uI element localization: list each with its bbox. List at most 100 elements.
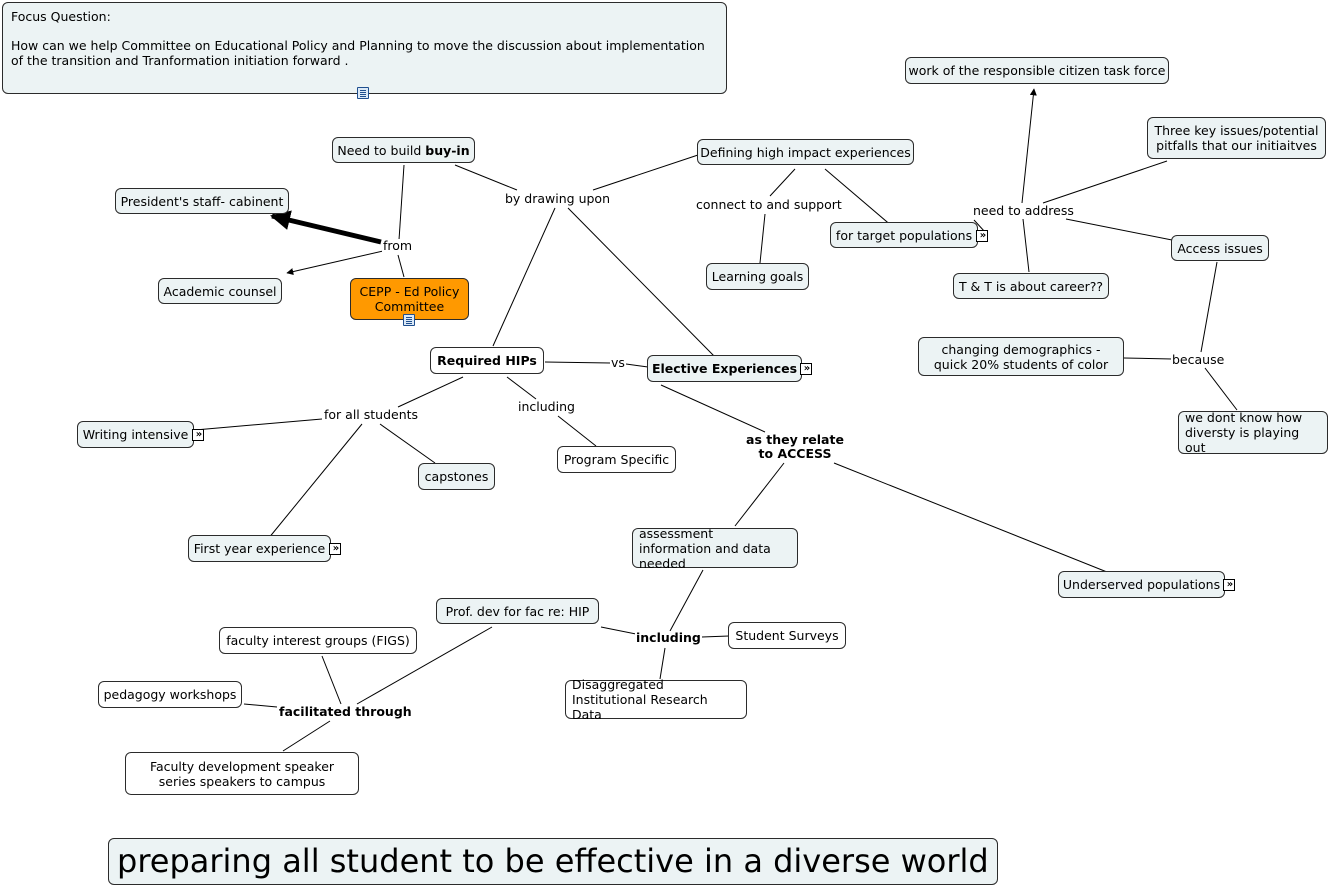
line-access-assessment bbox=[734, 462, 785, 527]
concept-disaggregated[interactable]: Disaggregated Institutional Research Dat… bbox=[565, 677, 747, 722]
concept-three-key[interactable]: Three key issues/potential pitfalls that… bbox=[1147, 117, 1326, 159]
line-demographics-because bbox=[1123, 357, 1173, 360]
line-forall-firstyear bbox=[267, 423, 363, 540]
line-buyin-drawing bbox=[454, 164, 518, 191]
expand-links-icon[interactable]: » bbox=[192, 429, 204, 441]
concept-prof-dev-label: Prof. dev for fac re: HIP bbox=[445, 603, 590, 619]
concept-cepp-label: CEPP - Ed Policy Committee bbox=[359, 284, 460, 314]
concept-defining-hie[interactable]: Defining high impact experiences bbox=[697, 139, 914, 165]
concept-responsible-citizen[interactable]: work of the responsible citizen task for… bbox=[905, 57, 1169, 84]
concept-academic-counsel-label: Academic counsel bbox=[163, 283, 277, 299]
concept-elective-experiences-label: Elective Experiences bbox=[651, 361, 798, 376]
line-cepp-from bbox=[397, 254, 405, 278]
concept-tt-career-label: T & T is about career?? bbox=[958, 278, 1104, 294]
concept-presidents-staff[interactable]: President's staff- cabinent bbox=[115, 188, 289, 214]
map-title: preparing all student to be effective in… bbox=[108, 838, 998, 885]
concept-target-populations-label: for target populations bbox=[835, 227, 973, 243]
line-because-diversity bbox=[1204, 367, 1238, 411]
concept-assessment-info-label: assessment information and data needed bbox=[639, 525, 771, 571]
focus-question-box: Focus Question: How can we help Committe… bbox=[2, 2, 727, 94]
concept-writing-intensive[interactable]: Writing intensive bbox=[77, 421, 194, 448]
concept-capstones[interactable]: capstones bbox=[418, 463, 495, 490]
line-forall-capstones bbox=[379, 423, 436, 464]
concept-demographics[interactable]: changing demographics - quick 20% studen… bbox=[918, 337, 1124, 376]
document-icon[interactable] bbox=[357, 87, 369, 99]
concept-student-surveys-label: Student Surveys bbox=[735, 628, 839, 643]
line-from-presidents bbox=[270, 210, 382, 245]
concept-tt-career[interactable]: T & T is about career?? bbox=[953, 273, 1109, 299]
concept-learning-goals-label: Learning goals bbox=[711, 269, 804, 284]
line-including-disagg bbox=[659, 647, 666, 680]
concept-cepp[interactable]: CEPP - Ed Policy Committee bbox=[350, 278, 469, 320]
concept-buy-in[interactable]: Need to build buy-in bbox=[332, 137, 475, 163]
concept-student-surveys[interactable]: Student Surveys bbox=[728, 622, 846, 649]
concept-required-hips[interactable]: Required HIPs bbox=[430, 347, 544, 374]
line-pedagogy-facilitated bbox=[243, 703, 278, 708]
expand-links-icon[interactable]: » bbox=[800, 363, 812, 375]
link-including-data: including bbox=[635, 630, 702, 645]
line-required-forall bbox=[397, 376, 464, 408]
concept-assessment-info[interactable]: assessment information and data needed bbox=[632, 525, 798, 571]
concept-figs-label: faculty interest groups (FIGS) bbox=[226, 633, 410, 648]
line-needaddr-access bbox=[1065, 218, 1173, 241]
line-including-surveys bbox=[701, 635, 730, 638]
line-defining-target bbox=[824, 168, 894, 228]
concept-diversity-label: we dont know how diversty is playing out bbox=[1185, 410, 1303, 455]
line-required-including bbox=[506, 376, 537, 400]
concept-academic-counsel[interactable]: Academic counsel bbox=[158, 278, 282, 304]
link-because: because bbox=[1171, 352, 1226, 367]
link-including-program: including bbox=[517, 399, 576, 414]
line-prof-including bbox=[600, 626, 637, 635]
concept-program-specific-label: Program Specific bbox=[563, 452, 670, 467]
map-title-text: preparing all student to be effective in… bbox=[117, 842, 989, 880]
line-facilitated-speaker bbox=[282, 720, 331, 752]
concept-speaker-series[interactable]: Faculty development speaker series speak… bbox=[125, 752, 359, 795]
link-need-to-address: need to address bbox=[972, 203, 1075, 218]
line-connect-learning bbox=[759, 213, 766, 264]
concept-underserved-label: Underserved populations bbox=[1062, 577, 1221, 592]
line-required-vs bbox=[544, 361, 611, 364]
expand-links-icon[interactable]: » bbox=[1223, 579, 1235, 591]
concept-target-populations[interactable]: for target populations bbox=[830, 222, 978, 248]
line-access-underserved bbox=[833, 462, 1118, 577]
link-as-they-relate: as they relate to ACCESS bbox=[737, 433, 853, 461]
link-connect-support: connect to and support bbox=[695, 197, 843, 212]
concept-prof-dev[interactable]: Prof. dev for fac re: HIP bbox=[436, 598, 599, 624]
concept-speaker-series-label: Faculty development speaker series speak… bbox=[149, 758, 335, 789]
concept-program-specific[interactable]: Program Specific bbox=[557, 446, 676, 473]
line-needaddr-responsible bbox=[1021, 88, 1037, 204]
line-drawing-elective bbox=[567, 207, 717, 359]
expand-links-icon[interactable]: » bbox=[329, 543, 341, 555]
line-access-because bbox=[1200, 261, 1218, 353]
concept-presidents-staff-label: President's staff- cabinent bbox=[120, 193, 284, 209]
concept-disaggregated-label: Disaggregated Institutional Research Dat… bbox=[572, 677, 708, 722]
expand-links-icon[interactable]: » bbox=[976, 230, 988, 242]
line-needaddr-tt bbox=[1022, 218, 1030, 273]
concept-access-issues-label: Access issues bbox=[1177, 240, 1263, 256]
concept-first-year[interactable]: First year experience bbox=[188, 535, 331, 562]
line-drawing-required bbox=[492, 207, 556, 347]
concept-required-hips-label: Required HIPs bbox=[437, 353, 537, 368]
concept-access-issues[interactable]: Access issues bbox=[1171, 235, 1269, 261]
concept-underserved[interactable]: Underserved populations bbox=[1058, 571, 1225, 598]
concept-pedagogy[interactable]: pedagogy workshops bbox=[98, 681, 242, 708]
concept-elective-experiences[interactable]: Elective Experiences bbox=[647, 355, 802, 382]
concept-buy-in-bold: buy-in bbox=[425, 142, 470, 158]
line-from-academic bbox=[286, 250, 384, 276]
concept-writing-intensive-label: Writing intensive bbox=[82, 427, 189, 442]
concept-learning-goals[interactable]: Learning goals bbox=[706, 263, 809, 290]
concept-diversity[interactable]: we dont know how diversty is playing out bbox=[1178, 410, 1328, 455]
concept-buy-in-prefix: Need to build bbox=[337, 142, 426, 158]
document-icon[interactable] bbox=[403, 314, 415, 326]
concept-figs[interactable]: faculty interest groups (FIGS) bbox=[219, 627, 417, 654]
line-including-program bbox=[557, 415, 597, 447]
concept-capstones-label: capstones bbox=[424, 469, 489, 484]
line-assessment-including bbox=[669, 569, 704, 632]
focus-question-text: How can we help Committee on Educational… bbox=[11, 38, 705, 68]
line-forall-writing bbox=[194, 418, 323, 431]
focus-heading: Focus Question: bbox=[11, 9, 111, 24]
concept-pedagogy-label: pedagogy workshops bbox=[103, 687, 237, 702]
line-elective-access bbox=[660, 384, 766, 433]
link-facilitated-through: facilitated through bbox=[278, 704, 413, 719]
